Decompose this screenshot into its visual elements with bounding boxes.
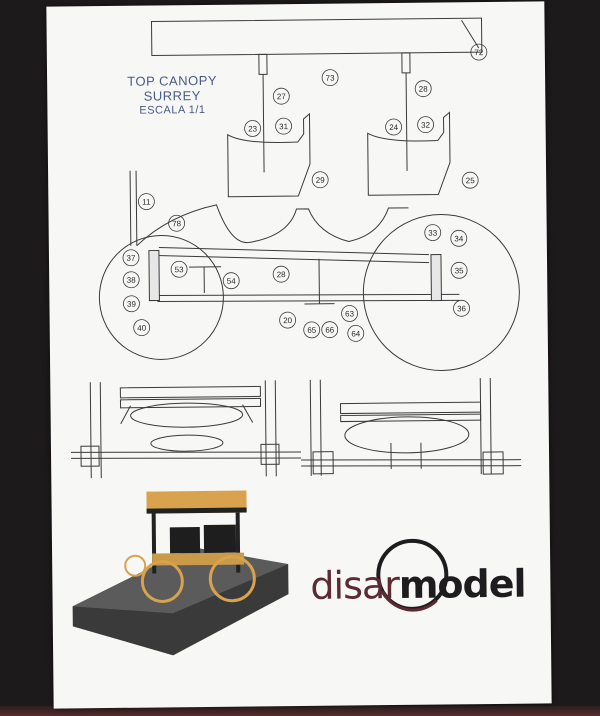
callout-31: 31 (279, 122, 289, 131)
callout-25: 25 (466, 176, 476, 185)
callout-53: 53 (175, 265, 185, 274)
callout-72: 72 (474, 48, 484, 57)
callout-65: 65 (307, 326, 317, 335)
model-photo (72, 490, 289, 656)
callout-54: 54 (227, 277, 237, 286)
callout-38: 38 (127, 276, 137, 285)
logo-part2: model (398, 561, 526, 607)
table-edge (0, 706, 600, 716)
callout-23: 23 (248, 124, 258, 133)
callout-24: 24 (389, 123, 399, 132)
callout-35: 35 (455, 266, 465, 275)
callout-28b: 28 (277, 270, 287, 279)
technical-drawing: 72 73 27 28 23 31 24 32 11 78 29 25 37 3… (71, 17, 522, 656)
callout-33: 33 (428, 229, 438, 238)
callout-28: 28 (419, 85, 429, 94)
canopy-roof (150, 17, 483, 57)
callout-32: 32 (421, 121, 431, 130)
callout-78: 78 (172, 219, 182, 228)
callout-73: 73 (326, 74, 336, 83)
callout-11: 11 (142, 198, 151, 207)
callout-34: 34 (454, 234, 464, 243)
callout-40: 40 (137, 324, 147, 333)
rear-wheel (362, 214, 520, 372)
callout-20: 20 (283, 316, 293, 325)
rear-seat (367, 111, 451, 196)
callout-labels: 72 73 27 28 23 31 24 32 11 78 29 25 37 3… (126, 48, 484, 338)
brand-logo: disarmodel (310, 562, 526, 608)
callout-markers (122, 43, 488, 342)
callout-27: 27 (277, 92, 287, 101)
callout-37: 37 (126, 254, 136, 263)
callout-66: 66 (325, 326, 335, 335)
detail-view-left (71, 380, 302, 479)
callout-36: 36 (457, 304, 467, 313)
front-seat (227, 112, 311, 198)
callout-29: 29 (316, 176, 326, 185)
callout-64: 64 (351, 329, 361, 338)
detail-view-right (301, 377, 522, 476)
instruction-sheet: TOP CANOPY SURREY ESCALA 1/1 (46, 1, 552, 709)
logo-part1: disar (310, 562, 400, 608)
callout-63: 63 (345, 309, 355, 318)
callout-39: 39 (127, 300, 137, 309)
logo-ring (376, 538, 449, 612)
front-wheel (98, 234, 224, 360)
